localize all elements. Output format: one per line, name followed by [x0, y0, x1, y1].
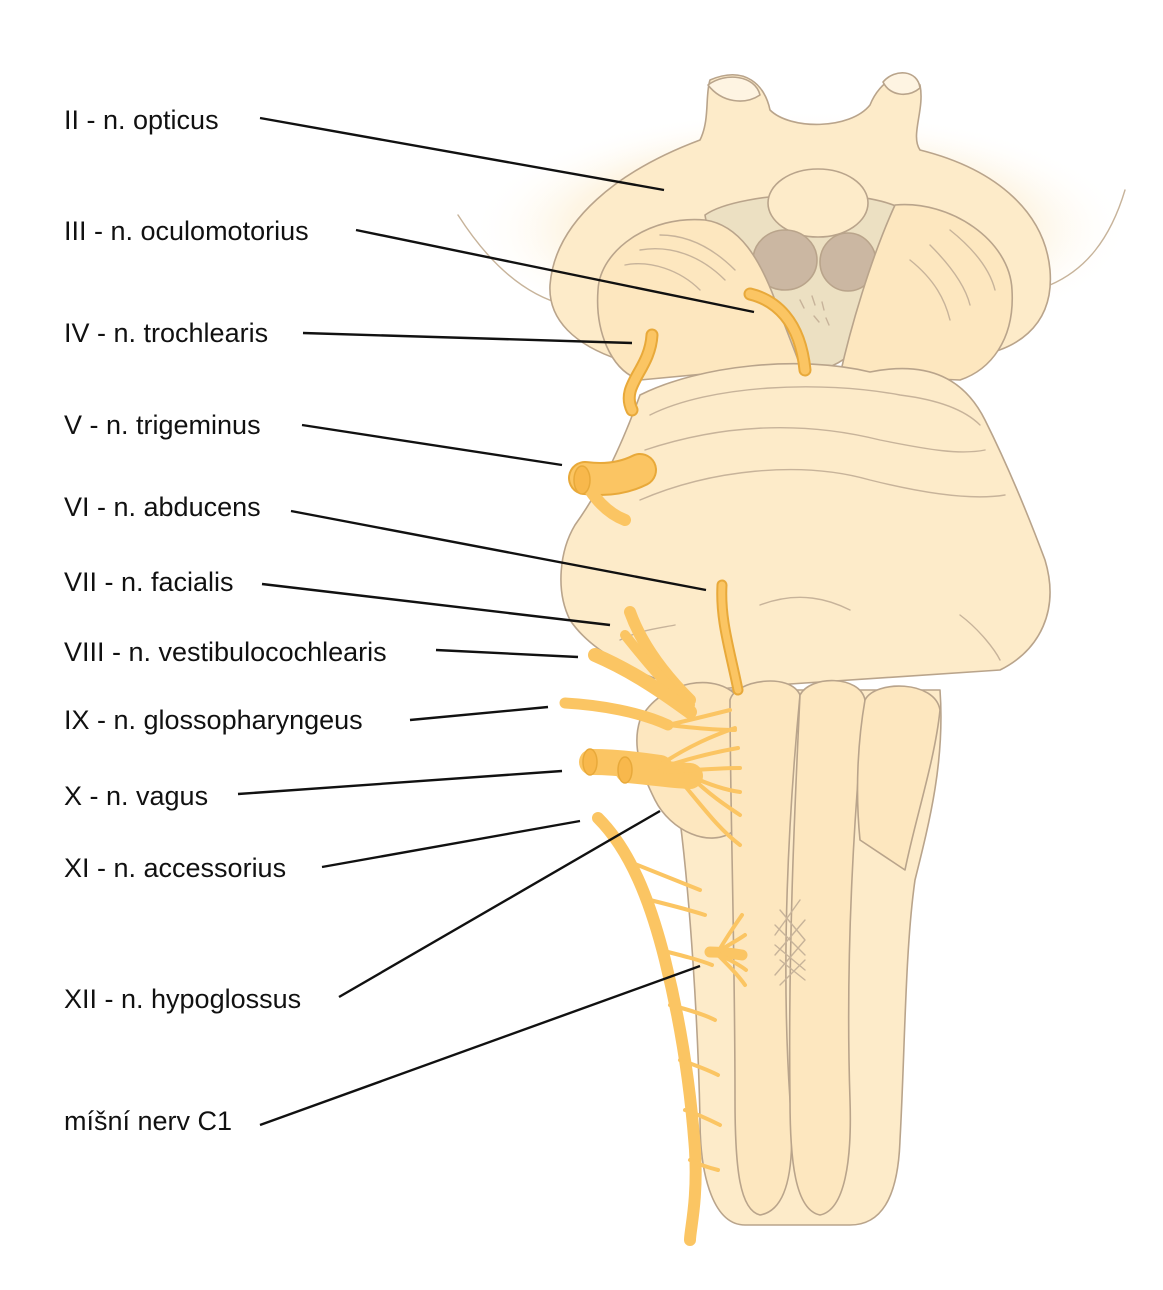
vagus-stump-1	[582, 748, 598, 776]
accessory-rootlets	[623, 858, 722, 1172]
pons-groove-1	[649, 386, 981, 426]
optic-nerve-stump-right	[882, 72, 921, 95]
label-hypoglossal-nerve: XII - n. hypoglossus	[64, 984, 302, 1014]
leader-VII	[261, 582, 611, 627]
outer-contour-right	[1049, 189, 1126, 286]
pons-groove-3	[639, 468, 1006, 501]
leader-X	[237, 769, 563, 796]
label-abducens-nerve: VI - n. abducens	[64, 492, 261, 522]
pyramid-decussation	[774, 899, 806, 986]
leader-VI	[290, 509, 707, 592]
optic-nerve-stump-left	[707, 76, 761, 102]
leader-IV	[302, 331, 633, 345]
label-trigeminal-nerve: V - n. trigeminus	[64, 410, 261, 440]
accessory-nerve	[592, 812, 702, 1246]
label-oculomotor-nerve: III - n. oculomotorius	[64, 216, 309, 246]
leader-III	[355, 228, 755, 314]
vagus-nerve-2	[615, 757, 703, 789]
label-trochlear-nerve: IV - n. trochlearis	[64, 318, 269, 348]
leader-V	[301, 423, 563, 467]
leader-II	[259, 116, 665, 192]
abducens-nerve-core	[718, 581, 742, 694]
vagus-stump-2	[617, 756, 633, 784]
leader-C1	[259, 964, 701, 1127]
oculomotor-nerve-core	[745, 289, 810, 375]
label-accessory-nerve: XI - n. accessorius	[64, 853, 287, 883]
leader-IX	[409, 705, 549, 722]
hypoglossal-rootlets	[716, 913, 748, 987]
peduncle-fibers-right	[909, 229, 996, 321]
glossopharyngeal-nerve	[559, 697, 674, 731]
label-facial-nerve: VII - n. facialis	[64, 567, 234, 597]
posterior-perforated-substance	[799, 295, 830, 326]
infundibulum	[767, 168, 869, 238]
trigeminal-nerve-core	[570, 455, 655, 494]
leader-XI	[321, 819, 581, 869]
label-optic-nerve: II - n. opticus	[64, 105, 219, 135]
trigeminal-motor-root	[584, 484, 631, 526]
pons	[560, 362, 1051, 691]
vestibulocochlear-nerve	[588, 648, 697, 719]
label-glossopharyngeal-nerve: IX - n. glossopharyngeus	[64, 705, 363, 735]
facial-nerve	[624, 606, 696, 706]
hypoglossal-nerve	[704, 946, 748, 961]
leader-VIII	[435, 648, 579, 659]
label-spinal-nerve-c1: míšní nerv C1	[64, 1106, 233, 1136]
trochlear-nerve-core	[624, 330, 657, 415]
cerebral-peduncle-right	[839, 203, 1013, 381]
label-vagus-nerve: X - n. vagus	[64, 781, 209, 811]
trigeminal-stump	[573, 465, 591, 495]
label-vestibulocochlear-nerve: VIII - n. vestibulocochlearis	[64, 637, 387, 667]
pyramid-right	[856, 685, 941, 871]
pons-groove-2	[644, 426, 986, 453]
peduncle-fibers-left	[624, 234, 736, 291]
leader-XII	[338, 809, 661, 999]
vagus-rootlets	[658, 726, 742, 847]
